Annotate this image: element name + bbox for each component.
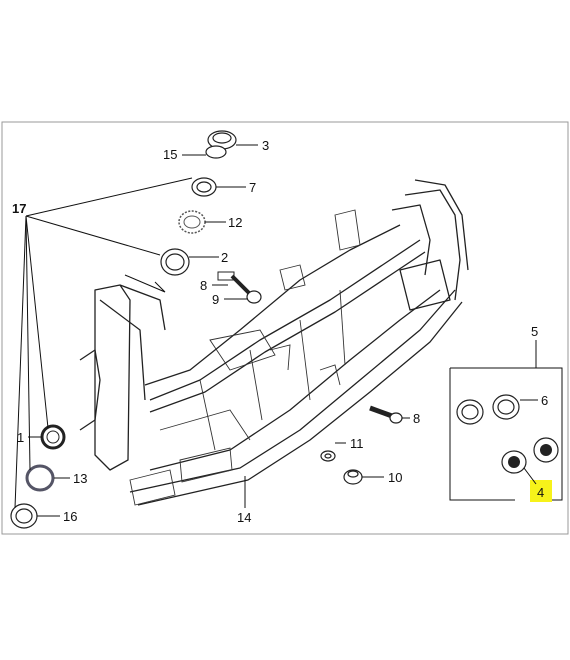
callout-11: 11 bbox=[350, 436, 364, 451]
callout-12: 12 bbox=[228, 215, 242, 230]
part-1-ring bbox=[40, 424, 66, 450]
callout-14: 14 bbox=[237, 510, 251, 525]
part-12-bearing bbox=[178, 210, 206, 234]
scooter-frame bbox=[79, 179, 469, 506]
callout-2: 2 bbox=[221, 250, 228, 265]
part-2-race bbox=[160, 248, 190, 276]
callout-4: 4 bbox=[537, 485, 544, 500]
callout-4-highlight bbox=[530, 480, 552, 502]
callout-6: 6 bbox=[541, 393, 548, 408]
callout-8-upper: 8 bbox=[200, 278, 207, 293]
callout-10: 10 bbox=[388, 470, 402, 485]
callout-3: 3 bbox=[262, 138, 269, 153]
callout-5: 5 bbox=[531, 324, 538, 339]
callout-15: 15 bbox=[163, 147, 177, 162]
part-10-collar bbox=[343, 469, 363, 485]
callout-labels: 3 15 7 12 2 8 9 8 11 10 1 13 16 14 5 6 4… bbox=[12, 138, 548, 525]
callout-1: 1 bbox=[17, 430, 24, 445]
callout-13: 13 bbox=[73, 471, 87, 486]
callout-9: 9 bbox=[212, 292, 219, 307]
part-11-washer bbox=[320, 450, 336, 462]
part-8-bolt-upper bbox=[217, 271, 254, 298]
callout-8-lower: 8 bbox=[413, 411, 420, 426]
part-9-spacer bbox=[246, 290, 262, 304]
callout-17: 17 bbox=[12, 201, 26, 216]
callout-16: 16 bbox=[63, 509, 77, 524]
leader-lines bbox=[14, 144, 538, 517]
part-3-bearing-race bbox=[205, 130, 237, 159]
part-13-seal bbox=[25, 464, 55, 492]
diagram-border bbox=[1, 121, 569, 535]
callout-7: 7 bbox=[249, 180, 256, 195]
part-7-ring bbox=[191, 177, 217, 197]
part-8-bolt-lower bbox=[369, 405, 403, 424]
part-16-race bbox=[10, 503, 38, 529]
